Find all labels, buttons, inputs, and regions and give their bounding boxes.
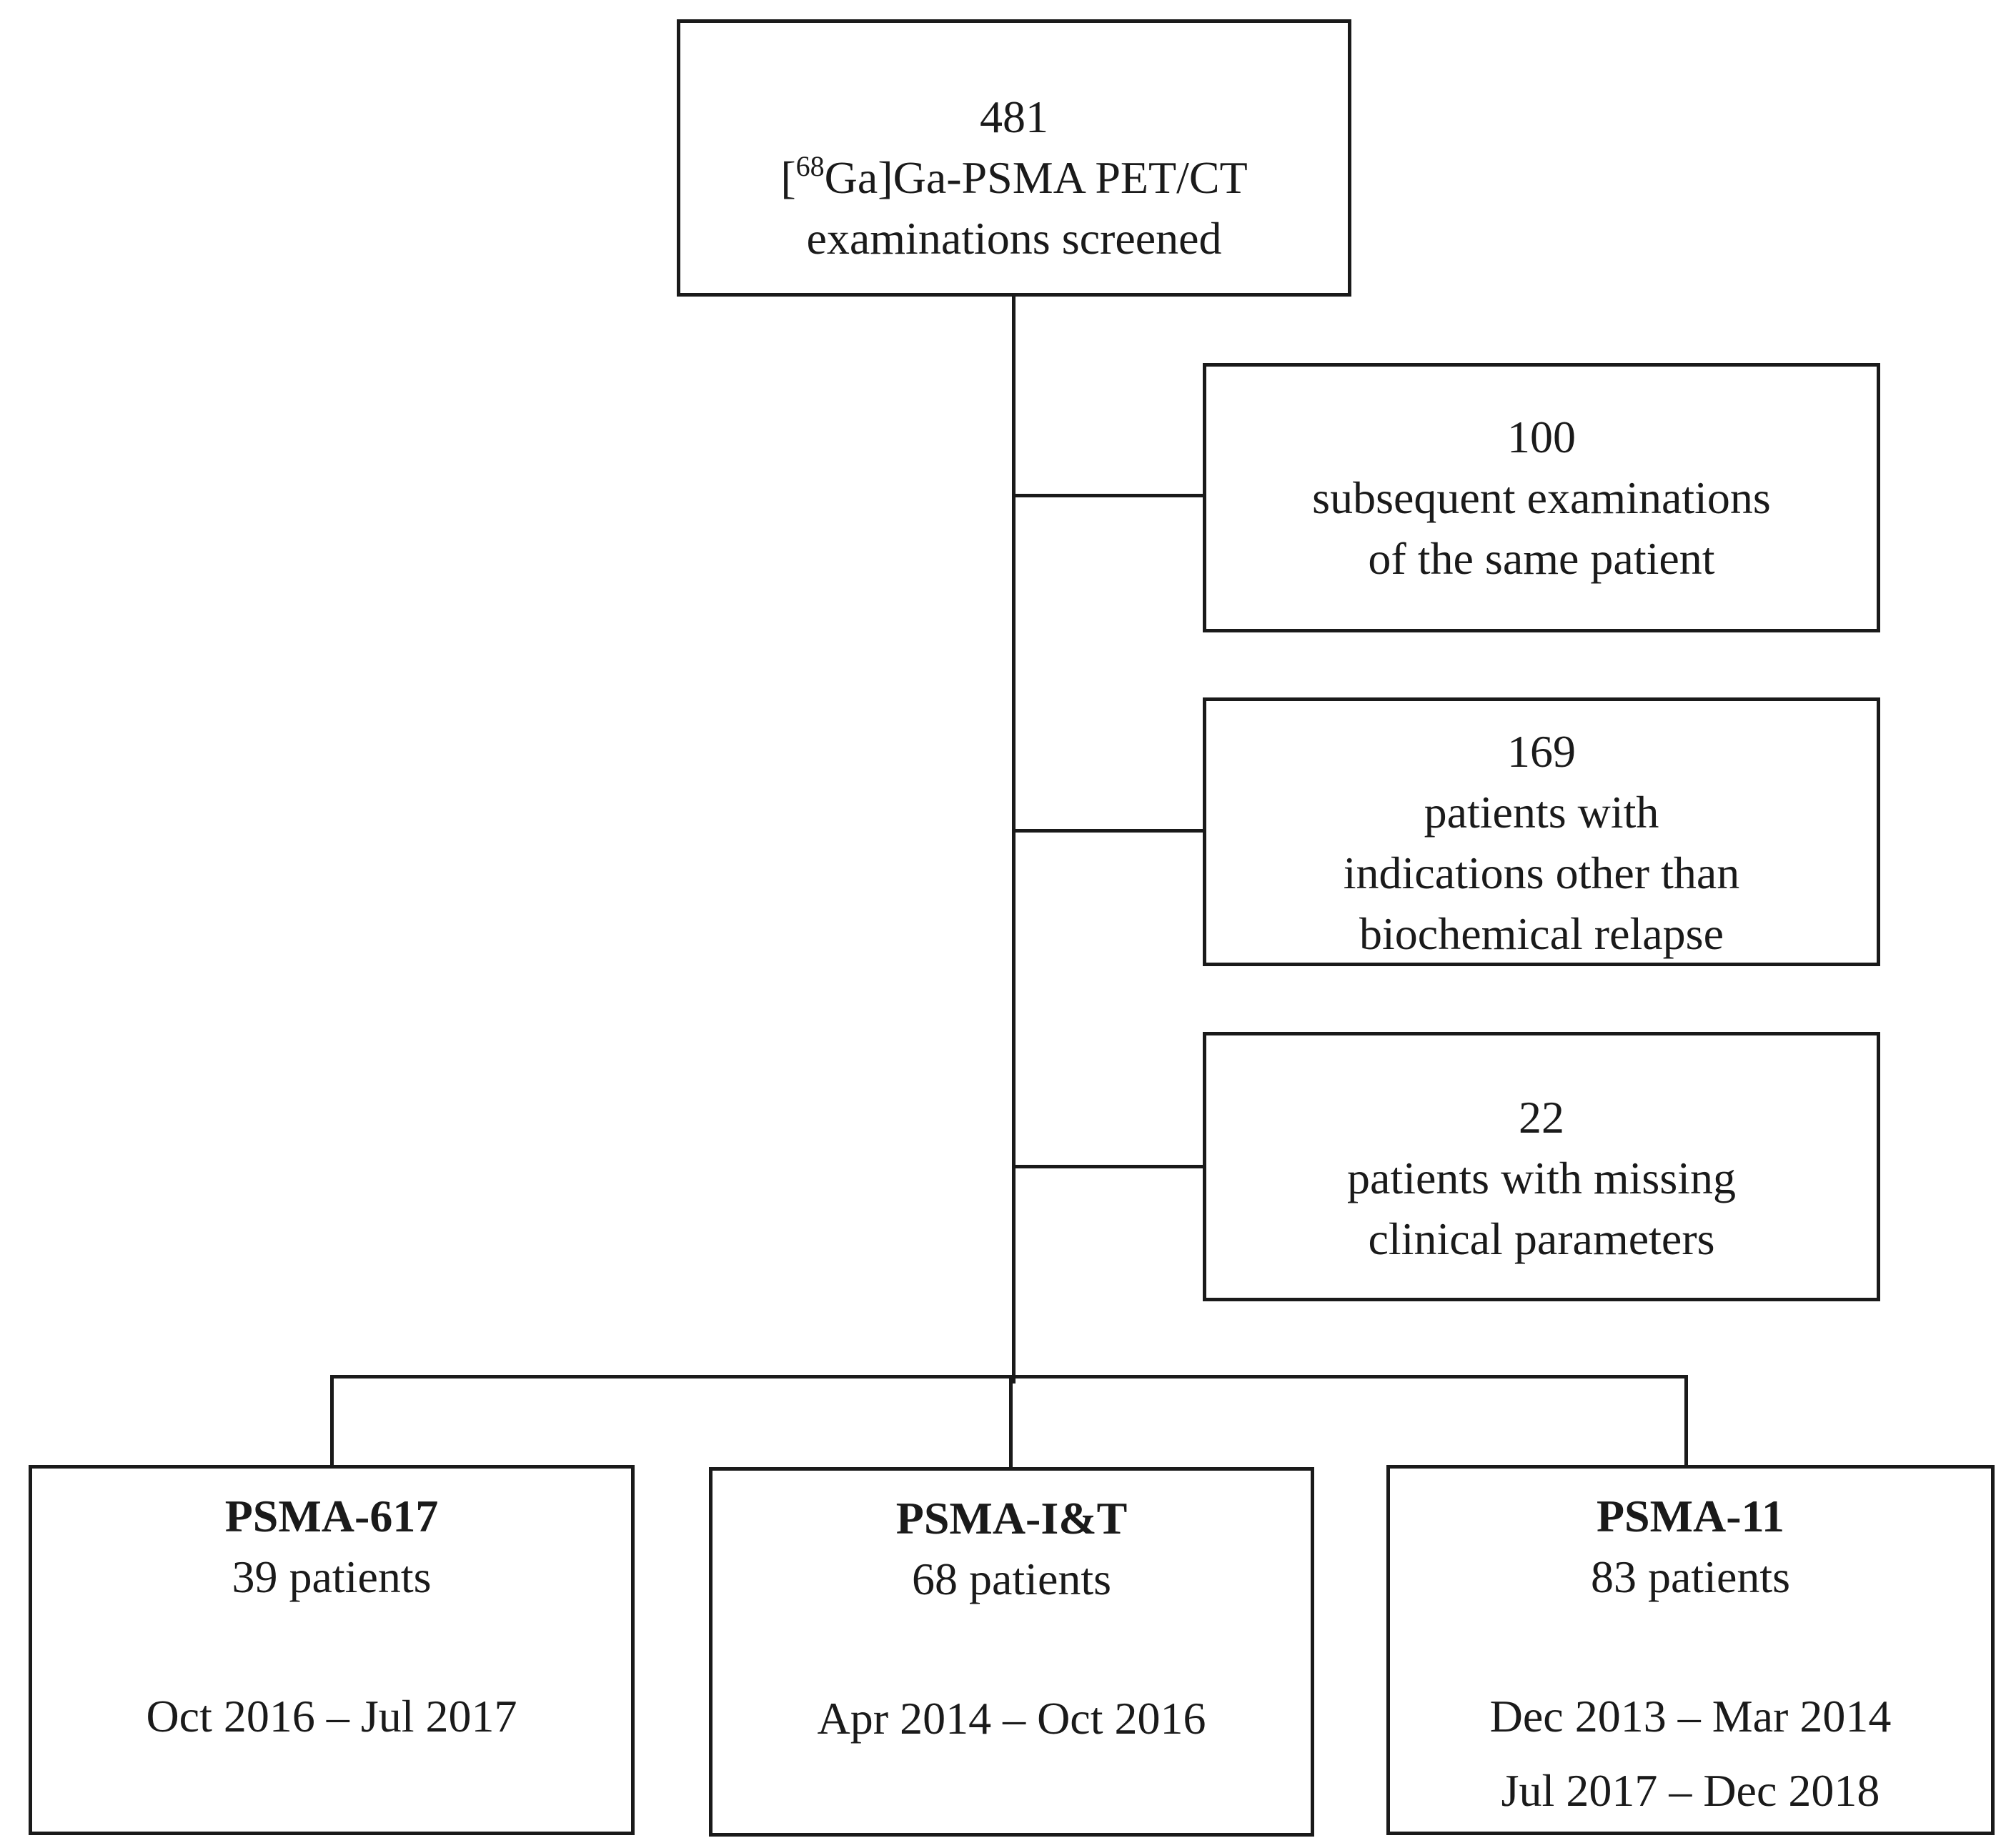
tracer-bracket: [ bbox=[780, 152, 796, 203]
exclusion-text: subsequent examinations bbox=[1312, 472, 1771, 523]
exclusion-text: biochemical relapse bbox=[1359, 908, 1724, 959]
tracer-label: [68Ga]Ga-PSMA PET/CT bbox=[680, 147, 1348, 208]
exclusion-box-missing-parameters: 22 patients with missing clinical parame… bbox=[1203, 1032, 1880, 1301]
drop-line-it bbox=[1009, 1375, 1013, 1469]
group-name: PSMA-I&T bbox=[895, 1493, 1128, 1544]
exclusion-text: patients with bbox=[1424, 787, 1659, 838]
trunk-line bbox=[1012, 295, 1016, 1383]
isotope-mass: 68 bbox=[795, 150, 825, 182]
branch-line-excl-3 bbox=[1012, 1165, 1204, 1168]
exclusion-count: 100 bbox=[1507, 412, 1576, 462]
group-box-psma-11: PSMA-11 83 patients Dec 2013 – Mar 2014 … bbox=[1386, 1465, 1995, 1835]
screened-box: 481 [68Ga]Ga-PSMA PET/CT examinations sc… bbox=[677, 19, 1351, 297]
screened-count: 481 bbox=[980, 91, 1048, 142]
group-name: PSMA-617 bbox=[224, 1491, 439, 1541]
group-patients: 68 patients bbox=[911, 1554, 1112, 1604]
group-period: Dec 2013 – Mar 2014 bbox=[1489, 1691, 1892, 1742]
group-box-psma-617: PSMA-617 39 patients Oct 2016 – Jul 2017 bbox=[29, 1465, 635, 1835]
tracer-rest: Ga]Ga-PSMA PET/CT bbox=[824, 152, 1248, 203]
exclusion-text: of the same patient bbox=[1368, 533, 1715, 584]
branch-line-excl-1 bbox=[1012, 494, 1204, 497]
branch-line-excl-2 bbox=[1012, 829, 1204, 833]
group-patients: 39 patients bbox=[232, 1551, 432, 1602]
exclusion-count: 22 bbox=[1519, 1092, 1564, 1143]
exclusion-text: patients with missing bbox=[1347, 1153, 1736, 1203]
group-box-psma-it: PSMA-I&T 68 patients Apr 2014 – Oct 2016 bbox=[709, 1467, 1314, 1837]
exclusion-text: clinical parameters bbox=[1368, 1213, 1715, 1264]
group-period: Oct 2016 – Jul 2017 bbox=[146, 1691, 517, 1742]
exclusion-count: 169 bbox=[1507, 726, 1576, 777]
exclusion-box-other-indications: 169 patients with indications other than… bbox=[1203, 697, 1880, 966]
group-patients: 83 patients bbox=[1590, 1551, 1791, 1602]
group-period: Jul 2017 – Dec 2018 bbox=[1501, 1765, 1880, 1816]
group-period: Apr 2014 – Oct 2016 bbox=[817, 1693, 1206, 1744]
drop-line-617 bbox=[330, 1375, 334, 1466]
exclusion-text: indications other than bbox=[1343, 848, 1740, 898]
group-name: PSMA-11 bbox=[1596, 1491, 1785, 1541]
exclusion-box-subsequent: 100 subsequent examinations of the same … bbox=[1203, 363, 1880, 632]
drop-line-11 bbox=[1684, 1375, 1688, 1466]
screened-label: examinations screened bbox=[806, 213, 1222, 264]
